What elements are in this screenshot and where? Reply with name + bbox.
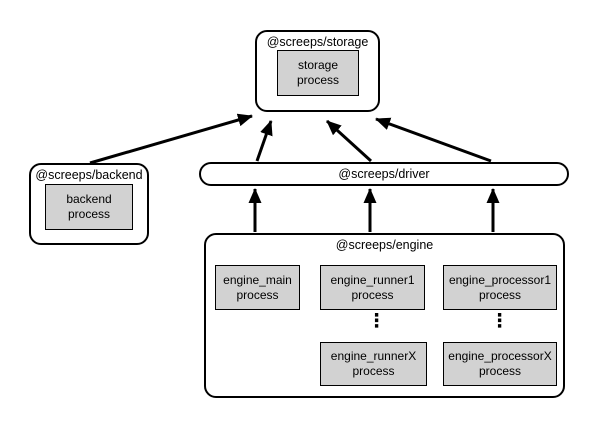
- process-engine-runnerX-label: engine_runnerX process: [330, 349, 417, 378]
- process-engine-runner1: engine_runner1 process: [320, 265, 425, 310]
- process-engine-runnerX: engine_runnerX process: [320, 342, 427, 386]
- arrow-driver-to-storage-2: [325, 119, 373, 163]
- vertical-ellipsis-processor: ⋮: [490, 311, 509, 332]
- package-backend-label: @screeps/backend: [35, 168, 143, 182]
- package-driver-label: @screeps/driver: [338, 166, 430, 181]
- package-driver: @screeps/driver: [199, 162, 569, 186]
- process-storage-label: storage process: [296, 58, 340, 87]
- arrow-driver-to-storage-1: [255, 120, 273, 162]
- package-storage: @screeps/storage storage process: [255, 30, 380, 112]
- arrow-driver-to-storage-3: [375, 117, 492, 163]
- package-engine: @screeps/engine engine_main process engi…: [204, 233, 565, 398]
- package-backend: @screeps/backend backend process: [29, 163, 149, 245]
- process-storage: storage process: [277, 50, 359, 96]
- process-engine-main: engine_main process: [215, 265, 300, 310]
- process-engine-main-label: engine_main process: [223, 272, 292, 302]
- process-engine-processorX: engine_processorX process: [443, 342, 557, 386]
- process-backend-label: backend process: [66, 192, 112, 221]
- vertical-ellipsis-runner: ⋮: [367, 311, 386, 332]
- process-backend: backend process: [45, 184, 133, 230]
- arrow-backend-to-storage-0: [89, 113, 253, 165]
- process-engine-processor1-label: engine_processor1 process: [448, 272, 552, 302]
- process-engine-runner1-label: engine_runner1 process: [330, 272, 415, 302]
- process-engine-processor1: engine_processor1 process: [443, 265, 557, 310]
- process-engine-processorX-label: engine_processorX process: [448, 349, 552, 378]
- package-storage-label: @screeps/storage: [266, 35, 369, 49]
- package-engine-label: @screeps/engine: [335, 238, 434, 252]
